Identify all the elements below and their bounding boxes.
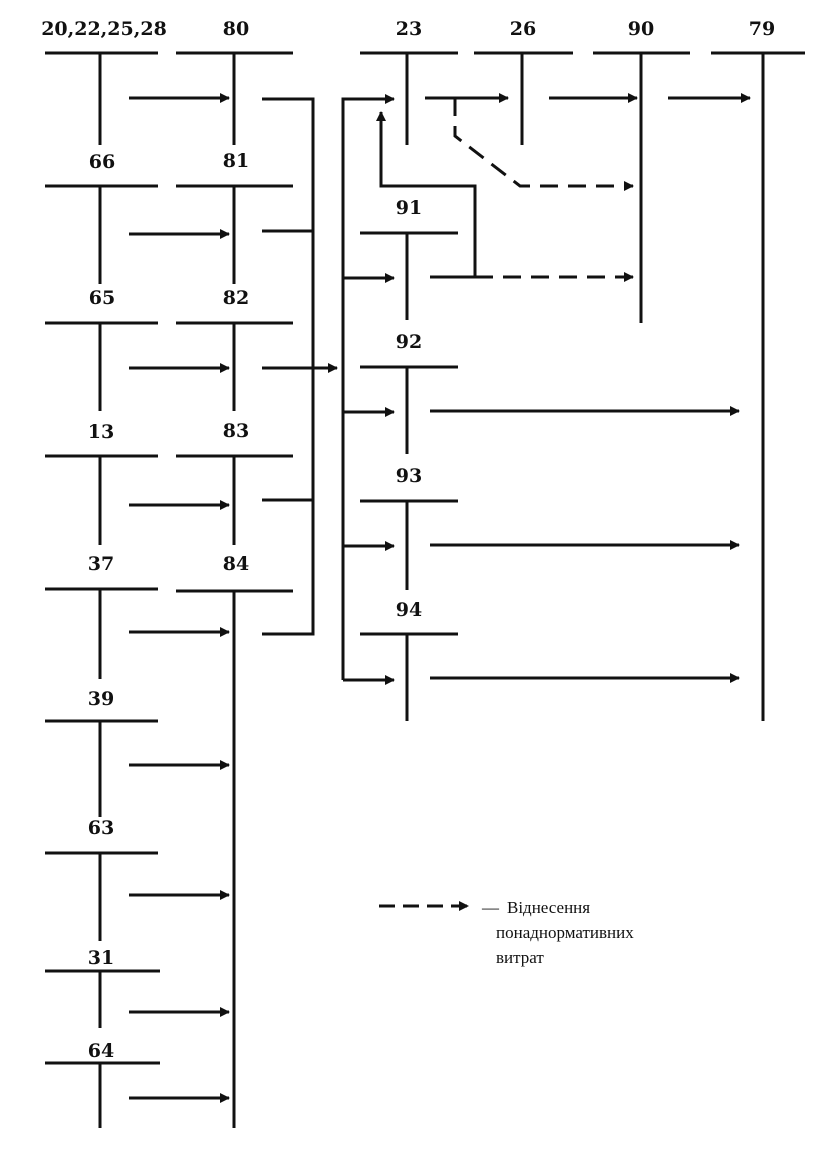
t-account-66 <box>45 184 158 284</box>
label-23: 23 <box>396 18 422 40</box>
t-account-23 <box>360 51 458 145</box>
label-31: 31 <box>88 947 114 969</box>
t-account-92 <box>360 365 458 454</box>
t-account-90 <box>593 51 690 323</box>
t-account-82 <box>176 321 293 411</box>
legend-line-2: понаднормативних <box>496 923 634 942</box>
legend-line-3: витрат <box>496 948 544 967</box>
label-81: 81 <box>223 150 249 172</box>
label-13: 13 <box>88 421 114 443</box>
label-94: 94 <box>396 599 422 621</box>
t-account-39 <box>45 719 158 817</box>
t-account-80 <box>176 51 293 145</box>
label-65: 65 <box>89 287 115 309</box>
label-91: 91 <box>396 197 422 219</box>
label-83: 83 <box>223 420 249 442</box>
label-66: 66 <box>89 151 115 173</box>
t-account-63 <box>45 851 158 941</box>
t-account-26 <box>474 51 573 145</box>
label-39: 39 <box>88 688 114 710</box>
label-37: 37 <box>88 553 114 575</box>
t-account-64 <box>45 1061 160 1128</box>
t-account-37 <box>45 587 158 679</box>
arrow-91-to-23 <box>376 111 477 277</box>
label-79: 79 <box>749 18 775 40</box>
legend-line-1: Віднесення <box>507 898 590 917</box>
label-80: 80 <box>223 18 249 40</box>
label-84: 84 <box>223 553 249 575</box>
t-account-84 <box>176 589 293 1128</box>
t-account-31 <box>45 969 160 1028</box>
t-account-93 <box>360 499 458 590</box>
label-82: 82 <box>223 287 249 309</box>
t-account-20-22-25-28 <box>45 51 158 145</box>
t-account-13 <box>45 454 158 545</box>
dashed-arrow-23-to-90 <box>453 98 634 191</box>
t-account-65 <box>45 321 158 411</box>
legend: — Віднесення понаднормативних витрат <box>481 898 634 967</box>
t-account-81 <box>176 184 293 284</box>
t-account-91 <box>360 231 458 320</box>
t-account-79 <box>711 51 805 721</box>
label-92: 92 <box>396 331 422 353</box>
label-93: 93 <box>396 465 422 487</box>
label-20-22-25-28: 20,22,25,28 <box>41 18 167 40</box>
t-account-83 <box>176 454 293 545</box>
label-63: 63 <box>88 817 114 839</box>
label-64: 64 <box>88 1040 114 1062</box>
label-90: 90 <box>628 18 654 40</box>
label-26: 26 <box>510 18 536 40</box>
legend-dash: — <box>481 898 500 917</box>
t-account-94 <box>360 632 458 721</box>
